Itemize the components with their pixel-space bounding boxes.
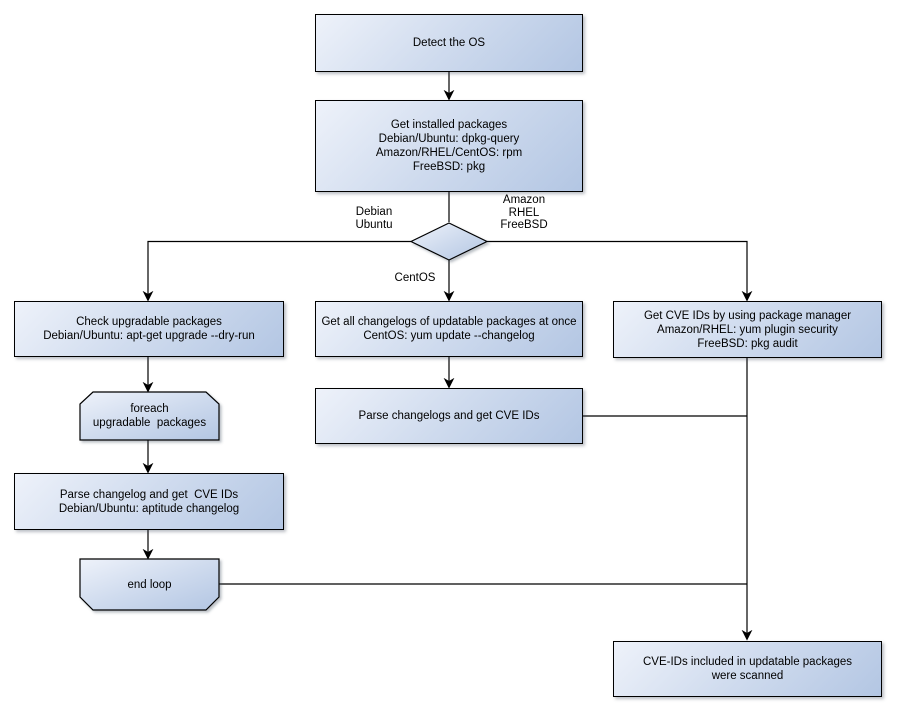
node-get-installed-packages: Get installed packages Debian/Ubuntu: dp… <box>315 100 583 192</box>
node-parse-changelogs-mid: Parse changelogs and get CVE IDs <box>315 388 583 444</box>
edge-label-debian-ubuntu: Debian Ubuntu <box>355 206 393 231</box>
edge-decision-to-check-upgradable <box>142 240 411 302</box>
node-scan-result: CVE-IDs included in updatable packages w… <box>613 641 882 697</box>
node-detect-os: Detect the OS <box>315 14 583 72</box>
edge-label-amazon-rhel-freebsd: Amazon RHEL FreeBSD <box>500 194 548 231</box>
foreach-loop-shape <box>79 391 220 441</box>
node-parse-changelog-left: Parse changelog and get CVE IDs Debian/U… <box>14 473 284 530</box>
edge-decision-to-get-cve-ids <box>487 240 753 302</box>
node-get-all-changelogs: Get all changelogs of updatable packages… <box>315 301 583 357</box>
end-loop-shape <box>79 558 220 611</box>
node-check-upgradable-packages: Check upgradable packages Debian/Ubuntu:… <box>14 301 284 357</box>
node-get-cve-ids-right: Get CVE IDs by using package manager Ama… <box>613 301 882 358</box>
os-decision-diamond <box>409 222 489 261</box>
edge-label-centos: CentOS <box>394 272 436 284</box>
